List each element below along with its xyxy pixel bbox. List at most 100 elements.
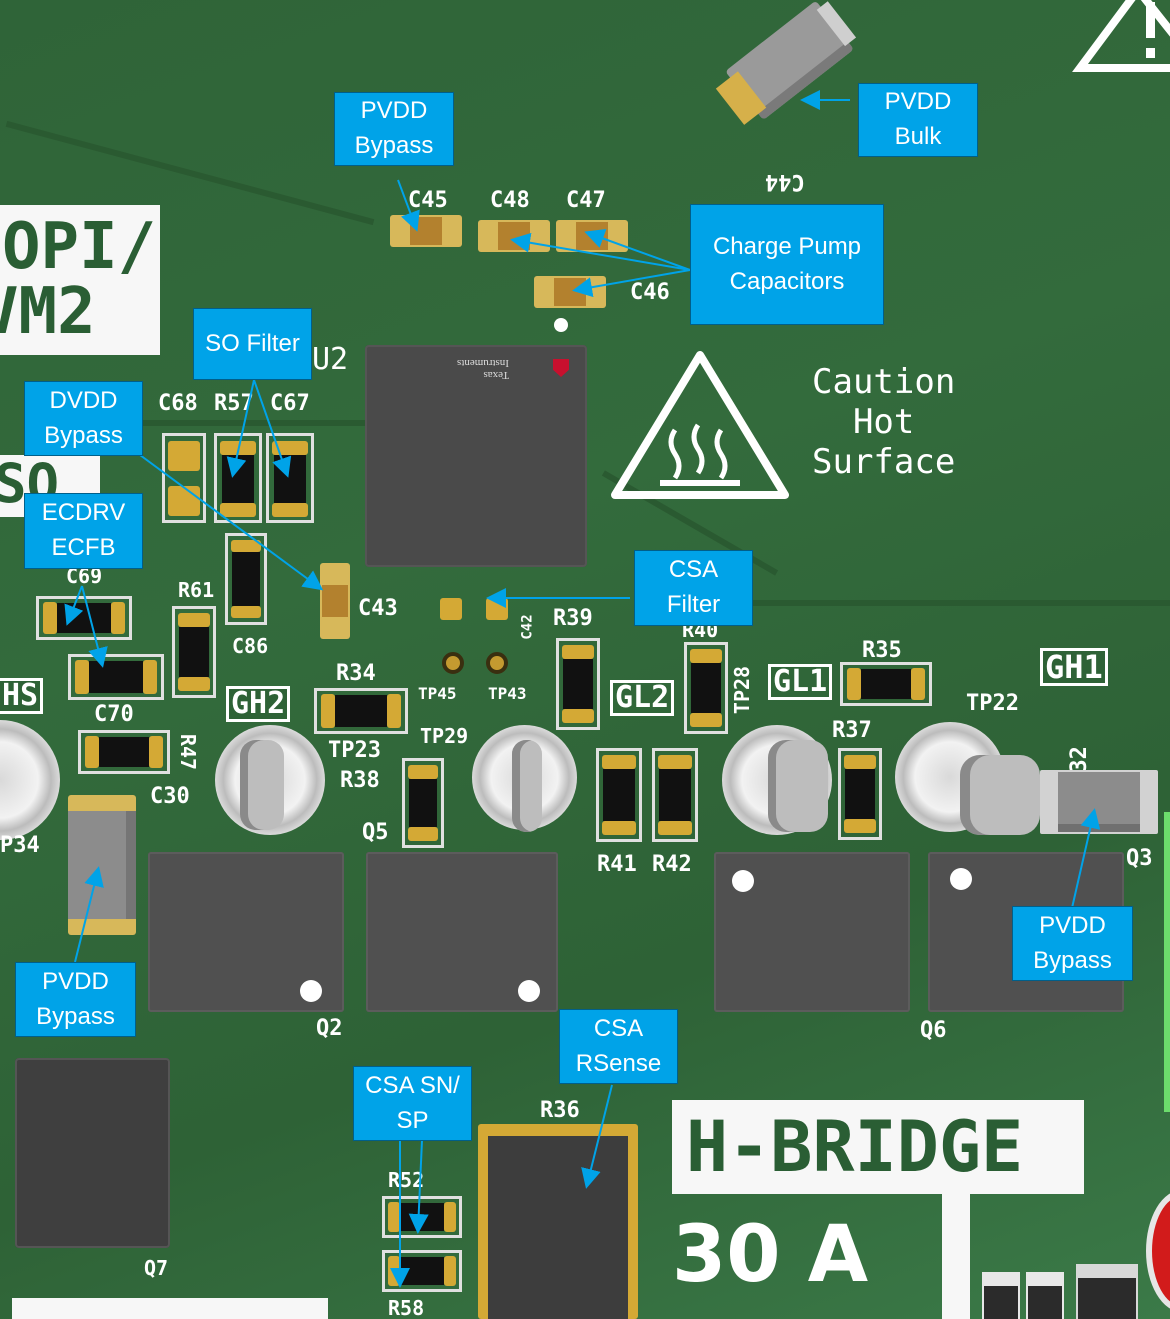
q2-mosfet <box>148 852 344 1012</box>
q7-label: Q7 <box>144 1256 169 1280</box>
label-box-opi <box>0 205 160 355</box>
tp45-via <box>442 652 464 674</box>
opi-text: OPI/ <box>2 210 157 284</box>
warning-triangle-icon <box>1072 0 1170 72</box>
arrow <box>510 232 691 271</box>
hs-label: HS <box>0 678 44 714</box>
arrow <box>74 866 104 963</box>
hbridge-text: H-BRIDGE <box>686 1106 1024 1188</box>
r41-resistor <box>596 748 642 842</box>
test-loop-gh2 <box>240 740 284 830</box>
gh2-label: GH2 <box>226 686 291 722</box>
callout-csa-sn-sp: CSA SN/SP <box>353 1066 472 1141</box>
tp43-label: TP43 <box>488 684 527 703</box>
q3-label: Q3 <box>1126 846 1153 871</box>
r42-label: R42 <box>652 852 692 877</box>
gl1-label: GL1 <box>768 664 833 700</box>
q6-label: Q6 <box>920 1018 947 1043</box>
arrow <box>584 229 691 271</box>
tp29-label: TP29 <box>420 724 469 748</box>
r58-label: R58 <box>388 1296 425 1319</box>
r61-resistor <box>172 606 216 698</box>
r52-label: R52 <box>388 1168 425 1192</box>
trace <box>700 600 1170 606</box>
r34-resistor <box>314 688 408 734</box>
r41-label: R41 <box>597 852 637 877</box>
arrow <box>581 1084 613 1189</box>
q5-resistor <box>402 758 444 848</box>
r61-label: R61 <box>178 578 215 602</box>
q5-label: Q5 <box>362 820 389 845</box>
r40-resistor <box>684 642 728 734</box>
c42-pad <box>440 598 462 620</box>
r36-label: R36 <box>540 1098 580 1123</box>
q7-mosfet <box>15 1058 170 1248</box>
r39-resistor <box>556 638 600 730</box>
test-loop-gh1 <box>960 755 1040 835</box>
hbridge-label-box <box>672 1100 1084 1194</box>
r42-resistor <box>652 748 698 842</box>
c45-capacitor <box>390 215 462 247</box>
hbridge-label-stem <box>942 1194 970 1319</box>
arrow <box>139 454 324 591</box>
test-loop-gl1 <box>768 740 828 832</box>
board-edge <box>1164 812 1170 1112</box>
c45-label: C45 <box>408 188 448 213</box>
arrow <box>226 379 255 478</box>
arrow <box>81 585 108 668</box>
q2-label: Q2 <box>316 1016 343 1041</box>
c86-component <box>225 533 267 625</box>
vm2-text: VM2 <box>0 275 96 349</box>
r57-resistor <box>214 433 262 523</box>
p34-label: P34 <box>0 833 40 858</box>
c68-footprint <box>162 433 206 523</box>
hot-surface-warning-icon <box>611 351 789 499</box>
c68-label: C68 <box>158 391 198 416</box>
c30-component <box>78 730 170 774</box>
gl2-label: GL2 <box>610 680 675 716</box>
c48-label: C48 <box>490 188 530 213</box>
r34-label: R34 <box>336 661 376 686</box>
arrow <box>408 1139 429 1234</box>
arrow <box>253 379 292 478</box>
r35-label: R35 <box>862 638 902 663</box>
arrow <box>397 179 420 232</box>
c30-label: C30 <box>150 784 190 809</box>
arrow <box>572 269 691 298</box>
u2-label: U2 <box>312 342 349 377</box>
c69-label: C69 <box>66 564 103 588</box>
capacitor-small <box>1026 1272 1064 1319</box>
gh1-label: GH1 <box>1040 648 1108 686</box>
tp45-label: TP45 <box>418 684 457 703</box>
tp23-label: TP23 <box>328 738 381 763</box>
test-loop-gl2 <box>512 740 542 832</box>
r39-label: R39 <box>553 606 593 631</box>
r37-resistor <box>838 748 882 840</box>
label-box-bottom <box>12 1298 328 1319</box>
q4-mosfet <box>714 852 910 1012</box>
q5-mosfet <box>366 852 558 1012</box>
r38-label: R38 <box>340 768 380 793</box>
c70-label: C70 <box>94 702 134 727</box>
pvdd-bypass-capacitor-left <box>68 795 136 935</box>
r36-sense-resistor <box>478 1124 638 1319</box>
callout-so-filter: SO Filter <box>193 308 312 380</box>
pin1-marker <box>554 318 568 332</box>
ti-logo-icon <box>553 359 569 377</box>
c67-label: C67 <box>270 391 310 416</box>
arrow <box>1071 808 1101 909</box>
c47-label: C47 <box>566 188 606 213</box>
